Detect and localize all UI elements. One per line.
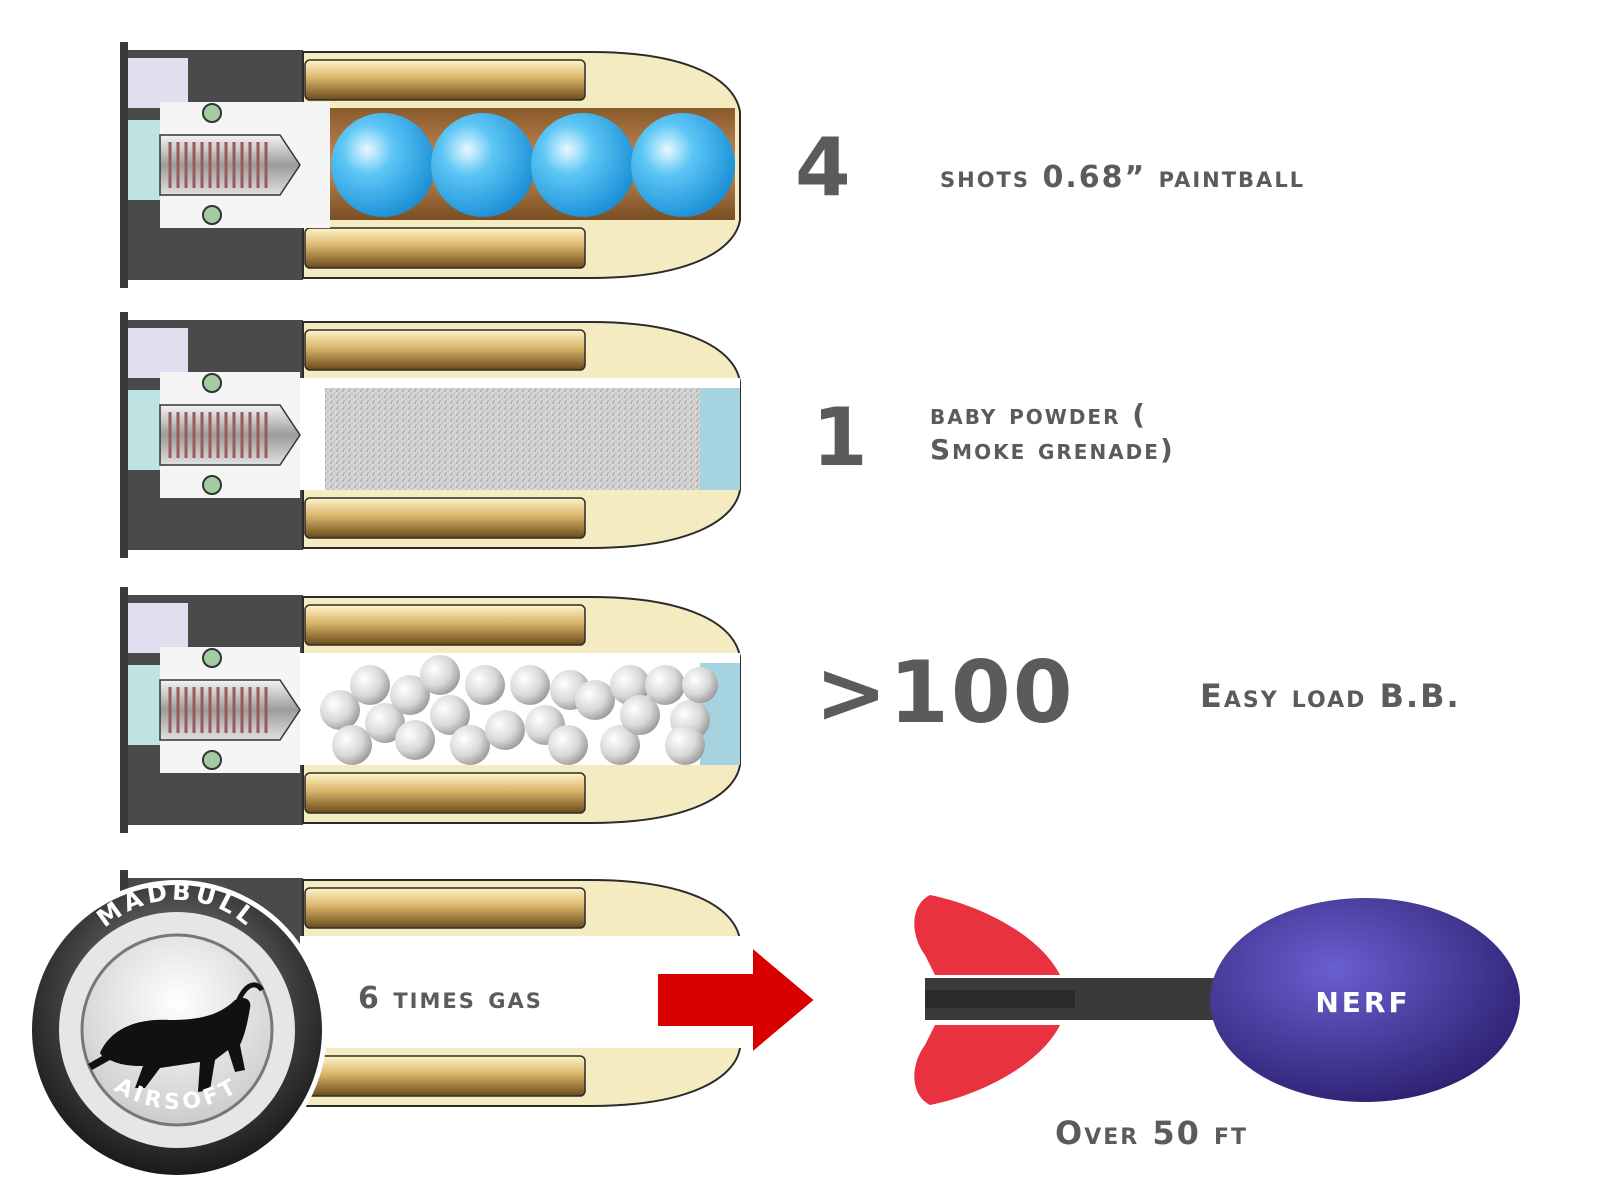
powder-fill xyxy=(325,388,700,490)
bb-pellets xyxy=(320,655,718,765)
bull-icon xyxy=(88,982,265,1092)
cartridge-bb xyxy=(120,587,741,833)
caption-powder-line1: baby powder ( xyxy=(930,398,1148,431)
caption-bb: Easy load B.B. xyxy=(1200,677,1461,715)
nerf-brand-text: NERF xyxy=(1315,986,1410,1019)
caption-powder-line2: Smoke grenade) xyxy=(930,433,1175,466)
seal-cap xyxy=(700,388,740,490)
cartridge-powder xyxy=(120,312,741,558)
paintball xyxy=(431,113,535,217)
madbull-logo: MADBULL AIRSOFT xyxy=(27,878,327,1180)
count-bb: >100 xyxy=(815,643,1075,743)
cartridge-paintball xyxy=(120,42,741,288)
red-arrow-icon xyxy=(656,944,817,1056)
dart-ball xyxy=(1210,898,1520,1102)
dart-distance-caption: Over 50 ft xyxy=(1055,1114,1249,1152)
gas-label: 6 times gas xyxy=(358,981,543,1016)
paintball xyxy=(631,113,735,217)
caption-paintball: shots 0.68” paintball xyxy=(940,160,1306,195)
count-paintball: 4 xyxy=(795,121,853,214)
spring xyxy=(168,142,268,188)
nerf-dart: NERF xyxy=(914,895,1520,1105)
count-powder: 1 xyxy=(812,391,870,484)
paintball xyxy=(531,113,635,217)
paintball xyxy=(331,113,435,217)
dart-fin-icon xyxy=(914,895,1060,1105)
